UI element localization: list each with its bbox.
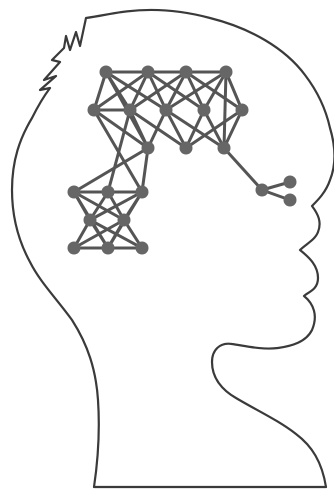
lower-network-node xyxy=(118,214,131,227)
upper-network-node xyxy=(236,104,249,117)
eye-connector-node xyxy=(284,176,297,189)
network-edges xyxy=(74,72,290,248)
lower-network-node xyxy=(68,242,81,255)
upper-network-node xyxy=(180,66,193,79)
network-edge xyxy=(142,148,148,192)
upper-network-node xyxy=(218,142,231,155)
lower-network-node xyxy=(102,242,115,255)
upper-network-node xyxy=(220,66,233,79)
upper-network-node xyxy=(198,104,211,117)
upper-network-node xyxy=(180,142,193,155)
lower-network-node xyxy=(84,214,97,227)
upper-network-node xyxy=(142,142,155,155)
upper-network-node xyxy=(160,104,173,117)
upper-network-node xyxy=(100,66,113,79)
lower-network-node xyxy=(102,186,115,199)
lower-network-node xyxy=(136,186,149,199)
upper-network-node xyxy=(124,104,137,117)
upper-network-node xyxy=(142,66,155,79)
upper-network-node xyxy=(88,104,101,117)
lower-network-node xyxy=(136,242,149,255)
eye-connector-node xyxy=(256,184,269,197)
network-edge xyxy=(224,72,226,148)
eye-connector-node xyxy=(284,194,297,207)
network-edge xyxy=(224,148,262,190)
lower-network-node xyxy=(68,186,81,199)
